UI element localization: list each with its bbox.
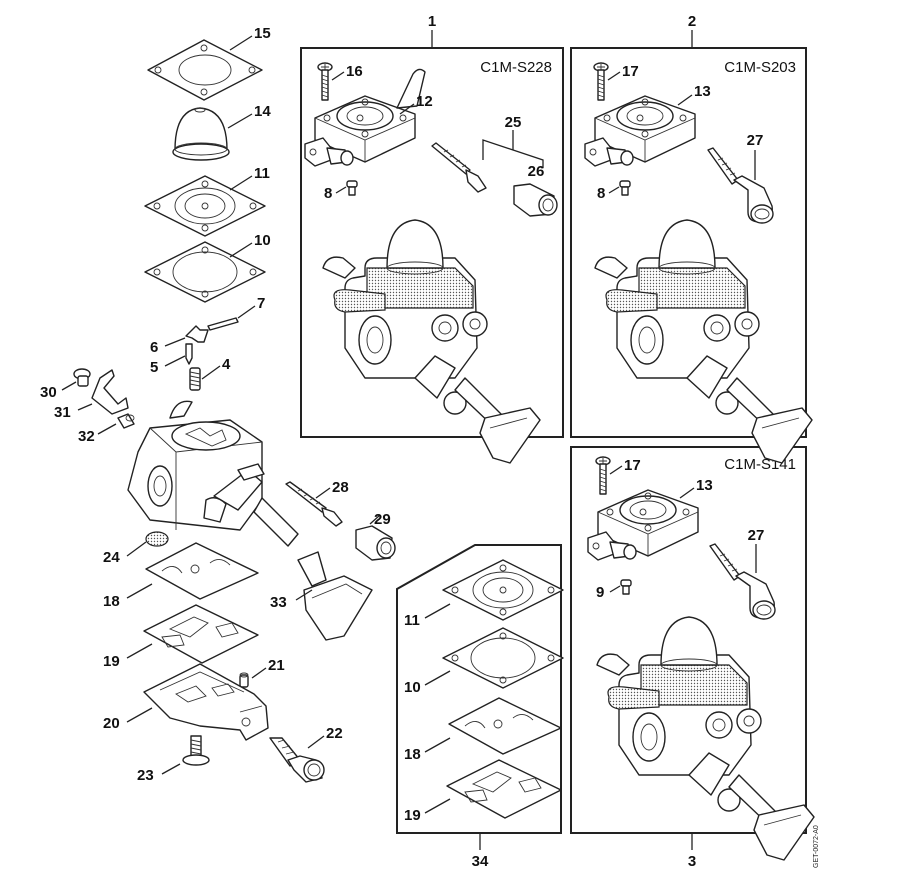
inlet-needle-5 [185, 343, 193, 365]
pin-7 [207, 317, 239, 331]
gasket-10-kit [442, 627, 564, 689]
screw-17 [593, 62, 609, 101]
callout-18: 18 [103, 593, 120, 610]
diaphragm-11-kit [442, 559, 564, 621]
assembly-model-2: C1M-S203 [724, 59, 796, 76]
carburetor-body [127, 400, 299, 547]
callout-26: 26 [528, 163, 545, 180]
callout-17-box2: 17 [622, 63, 639, 80]
carburetor-assembly-1 [322, 219, 541, 464]
gasket-10 [144, 241, 266, 303]
callout-17-box3: 17 [624, 457, 641, 474]
screw-30 [73, 368, 91, 387]
callout-5: 5 [150, 359, 158, 376]
callout-24: 24 [103, 549, 120, 566]
callout-31: 31 [54, 404, 71, 421]
drawing-code: GET-0072-A0 [813, 825, 820, 868]
cover-12 [304, 68, 426, 167]
box2-parts: 17 13 8 27 [584, 62, 813, 464]
needle-25 [431, 142, 487, 193]
callout-22: 22 [326, 725, 343, 742]
fitting-33 [297, 551, 373, 641]
assembly-ref-3: 3 [688, 853, 696, 870]
callout-29: 29 [374, 511, 391, 528]
needle-22 [269, 737, 325, 783]
exploded-parts: 15 14 11 10 7 6 [40, 25, 396, 784]
lever-6 [185, 325, 209, 343]
needle-27-box2 [707, 147, 774, 224]
strainer-24 [145, 531, 169, 547]
callout-27-box2: 27 [747, 132, 764, 149]
callout-15: 15 [254, 25, 271, 42]
cap-26 [513, 183, 558, 217]
diaphragm-11 [144, 175, 266, 237]
callout-14: 14 [254, 103, 271, 120]
screw-23 [182, 735, 210, 766]
callout-6: 6 [150, 339, 158, 356]
spring-4 [189, 367, 201, 391]
assembly-ref-34: 34 [472, 853, 489, 870]
assembly-box-34: 34 [396, 544, 562, 870]
cover-13 [584, 95, 696, 167]
callout-7: 7 [257, 295, 265, 312]
callout-28: 28 [332, 479, 349, 496]
callout-23: 23 [137, 767, 154, 784]
callout-12: 12 [416, 93, 433, 110]
box3-parts: 17 13 9 27 [587, 456, 815, 861]
screw-16 [317, 62, 333, 101]
callout-18-kit: 18 [404, 746, 421, 763]
kit-34-parts: 11 10 18 19 [404, 559, 564, 824]
callout-19-kit: 19 [404, 807, 421, 824]
callout-27-box3: 27 [748, 527, 765, 544]
callout-21: 21 [268, 657, 285, 674]
assembly-ref-1: 1 [428, 13, 436, 30]
carburetor-assembly-3 [596, 616, 815, 861]
callout-16: 16 [346, 63, 363, 80]
box1-parts: 16 12 8 25 26 [304, 62, 558, 464]
assembly-ref-2: 2 [688, 13, 696, 30]
gasket-19-kit [446, 759, 562, 819]
callout-20: 20 [103, 715, 120, 732]
callout-13-box3: 13 [696, 477, 713, 494]
callout-10-kit: 10 [404, 679, 421, 696]
callout-25: 25 [505, 114, 522, 131]
choke-lever-31 [91, 369, 129, 415]
cover-13-box3 [587, 489, 699, 561]
callout-9: 9 [596, 584, 604, 601]
assembly-box-1: 1 C1M-S228 [300, 13, 564, 438]
callout-30: 30 [40, 384, 57, 401]
screw-8 [346, 180, 358, 196]
carburetor-assembly-2 [594, 219, 813, 464]
gasket-19 [143, 604, 259, 664]
screw-9 [620, 579, 632, 595]
needle-27-box3 [709, 543, 776, 620]
assembly-box-2: 2 C1M-S203 [570, 13, 807, 438]
bushing-32 [117, 413, 135, 429]
callout-8-box2: 8 [597, 185, 605, 202]
callout-11: 11 [254, 165, 270, 182]
callout-19: 19 [103, 653, 120, 670]
callout-33: 33 [270, 594, 287, 611]
screw-8-box2 [619, 180, 631, 196]
pump-cover-20 [143, 663, 269, 741]
callout-4: 4 [222, 356, 231, 373]
callout-11-kit: 11 [404, 612, 420, 629]
callout-8-box1: 8 [324, 185, 332, 202]
cap-29 [355, 525, 396, 561]
callout-32: 32 [78, 428, 95, 445]
gasket-15 [147, 39, 263, 101]
primer-bulb-14 [172, 107, 230, 161]
callout-10: 10 [254, 232, 271, 249]
diaphragm-18 [145, 542, 259, 600]
diaphragm-18-kit [448, 697, 562, 755]
plug-21 [239, 672, 249, 688]
assembly-model-1: C1M-S228 [480, 59, 552, 76]
callout-13-box2: 13 [694, 83, 711, 100]
screw-17-box3 [595, 456, 611, 495]
needle-28 [285, 481, 343, 527]
